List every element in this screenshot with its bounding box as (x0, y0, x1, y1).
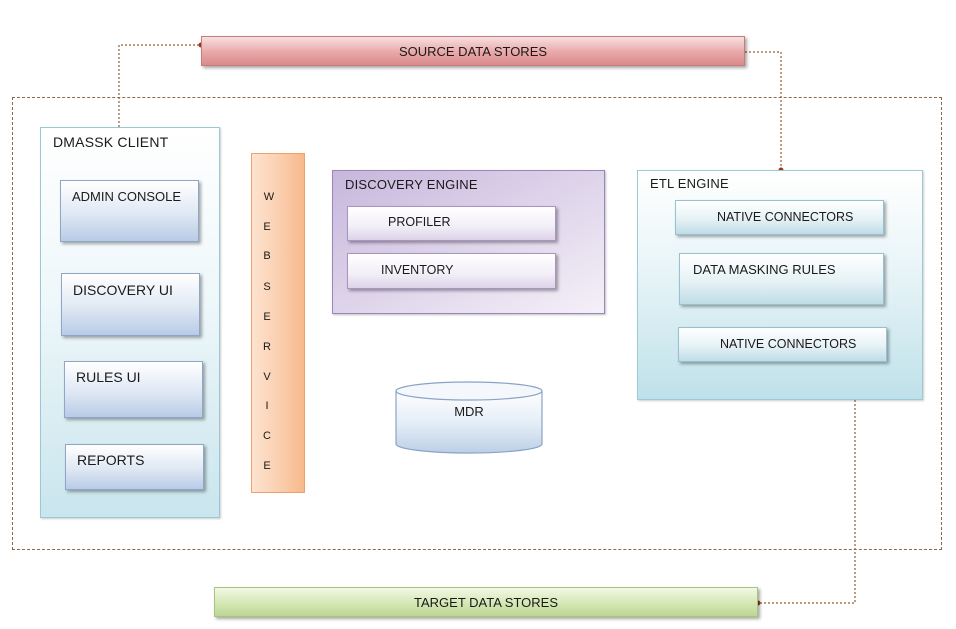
mdr-label: MDR (454, 404, 484, 419)
target-data-stores-label: TARGET DATA STORES (414, 594, 558, 610)
discovery-engine-panel (332, 170, 605, 314)
etl-to-target-connector (758, 400, 856, 604)
webservice-letter: R (263, 341, 271, 353)
webservice-bar (251, 153, 305, 493)
webservice-letter: E (263, 221, 271, 233)
native-connectors-box: NATIVE CONNECTORS (675, 200, 884, 235)
mdr-cylinder (395, 381, 543, 454)
discovery-engine-title: DISCOVERY ENGINE (345, 177, 478, 192)
webservice-letter: V (263, 371, 271, 383)
etl-engine-title: ETL ENGINE (650, 176, 729, 191)
native-connectors-box: NATIVE CONNECTORS (678, 327, 887, 362)
target-data-stores: TARGET DATA STORES (214, 587, 758, 617)
inventory-box: INVENTORY (347, 253, 556, 289)
system-boundary (12, 97, 942, 550)
reports-box: REPORTS (65, 444, 204, 490)
rules-ui-box: RULES UI (64, 361, 203, 418)
webservice-letter: E (263, 460, 271, 472)
source-data-stores-label: SOURCE DATA STORES (398, 43, 548, 59)
profiler-box: PROFILER (347, 206, 556, 241)
dmassk-client-title: DMASSK CLIENT (53, 134, 169, 150)
webservice-letter: B (263, 250, 271, 262)
source-to-etl-connector (745, 51, 782, 170)
data-masking-rules-box: DATA MASKING RULES (679, 253, 884, 305)
webservice-letter: S (263, 281, 271, 293)
webservice-letter: W (263, 191, 275, 203)
client-to-source-connector (118, 44, 201, 127)
discovery-ui-box: DISCOVERY UI (61, 273, 200, 336)
source-data-stores: SOURCE DATA STORES (201, 36, 745, 66)
webservice-letter: I (265, 400, 269, 412)
admin-console-box: ADMIN CONSOLE (60, 180, 199, 242)
webservice-letter: E (263, 311, 271, 323)
webservice-letter: C (263, 430, 271, 442)
